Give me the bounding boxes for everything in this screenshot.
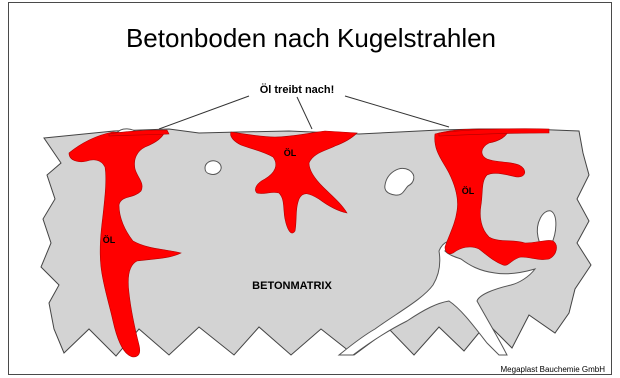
diagram-title: Betonboden nach Kugelstrahlen bbox=[126, 23, 496, 53]
callout-line-left bbox=[159, 96, 249, 129]
concrete-oil-diagram: Betonboden nach Kugelstrahlen Öl treibt … bbox=[9, 3, 613, 376]
callout-lines bbox=[159, 96, 449, 129]
callout-label: Öl treibt nach! bbox=[260, 83, 335, 96]
oil-label-middle: ÖL bbox=[284, 148, 297, 158]
diagram-frame: Betonboden nach Kugelstrahlen Öl treibt … bbox=[8, 2, 612, 375]
callout-line-middle bbox=[297, 97, 312, 129]
callout-line-right bbox=[345, 96, 449, 127]
oil-label-right: ÖL bbox=[462, 186, 475, 196]
matrix-label: BETONMATRIX bbox=[252, 280, 332, 292]
oil-label-left: ÖL bbox=[103, 235, 116, 245]
credit-text: Megaplast Bauchemie GmbH bbox=[501, 365, 606, 374]
pore-small-center bbox=[205, 161, 221, 175]
